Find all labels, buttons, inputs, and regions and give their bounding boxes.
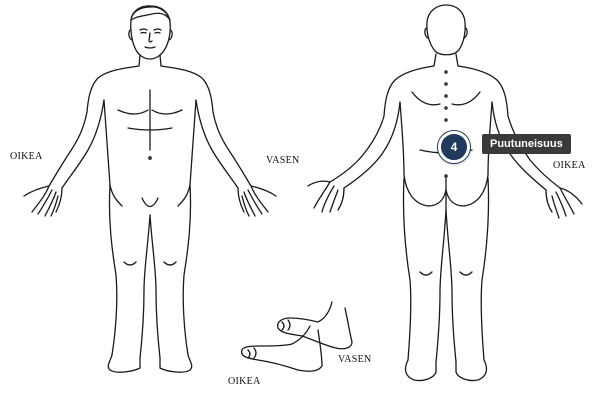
front-right-side-label: OIKEA [10,151,43,162]
back-right-side-label: OIKEA [553,160,586,171]
front-body-figure [24,6,276,372]
feet-detail-figure [242,302,352,371]
feet-right-label: OIKEA [228,376,261,387]
symptom-marker[interactable]: 4 [438,131,470,163]
front-left-side-label: VASEN [266,155,300,166]
feet-left-label: VASEN [338,354,372,365]
symptom-marker-number: 4 [451,140,458,154]
symptom-marker-label[interactable]: Puutuneisuus [482,134,571,154]
back-body-figure [308,5,582,381]
